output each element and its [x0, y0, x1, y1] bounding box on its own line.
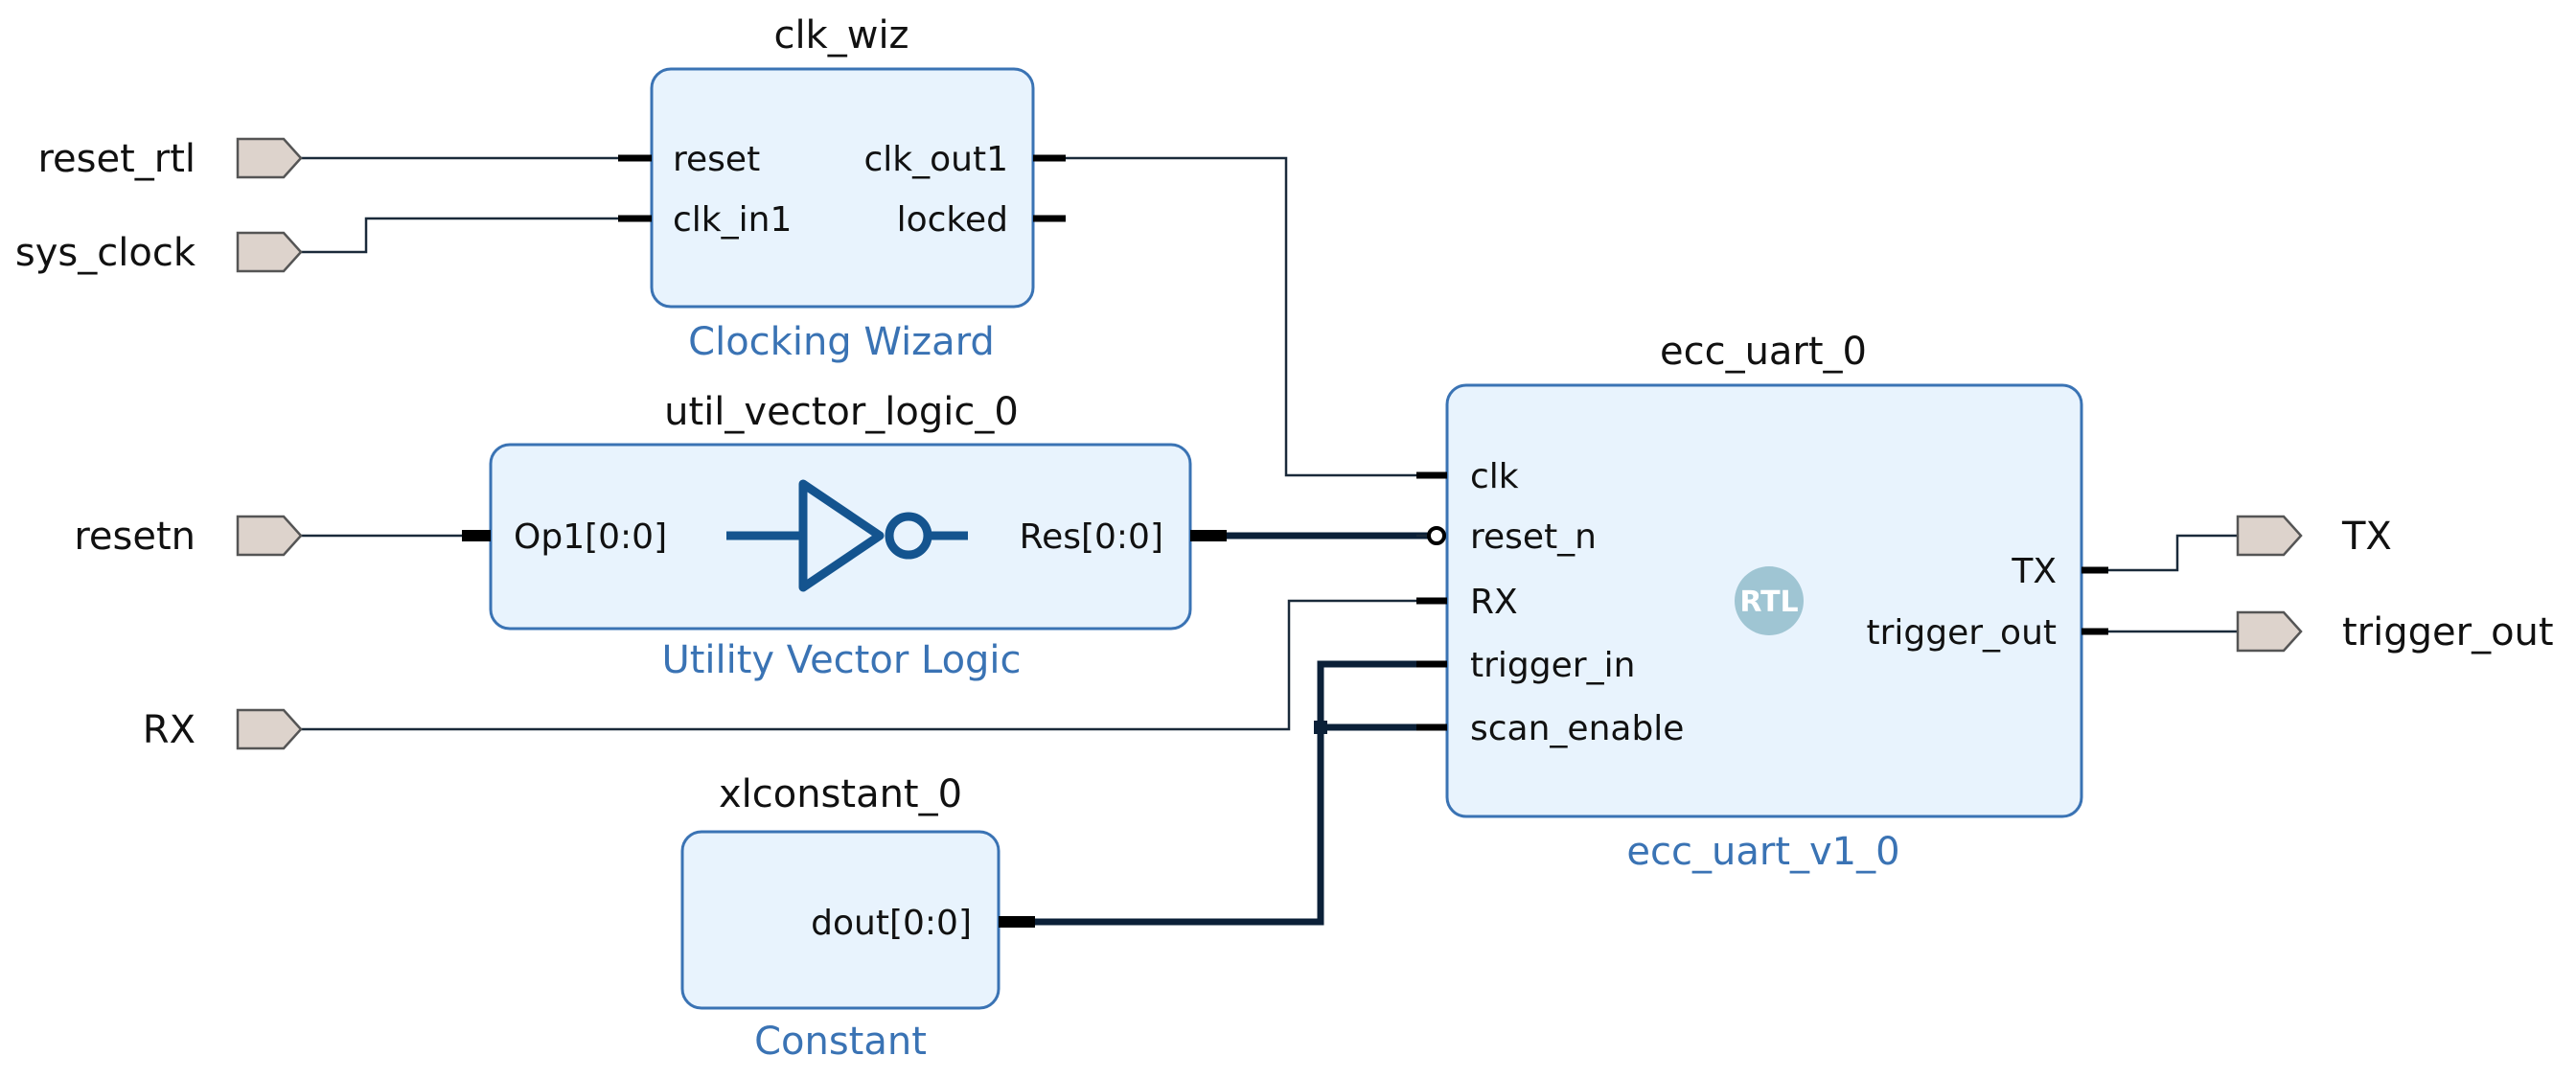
- block-type-label: ecc_uart_v1_0: [1626, 830, 1899, 874]
- block-instance-name: clk_wiz: [773, 13, 908, 57]
- external-port-label: reset_rtl: [37, 137, 196, 181]
- external-output-tx[interactable]: TX: [2236, 515, 2392, 559]
- port-label-op1: Op1[0:0]: [514, 517, 667, 557]
- external-port-label: RX: [143, 708, 196, 752]
- port-label-scan-enable: scan_enable: [1470, 709, 1684, 748]
- block-ecc-uart[interactable]: ecc_uart_0 clk reset_n RX trigger_in sca…: [1416, 330, 2108, 874]
- net-tx[interactable]: [2104, 534, 2238, 572]
- block-clk-wiz[interactable]: clk_wiz reset clk_in1 clk_out1 locked Cl…: [618, 13, 1066, 364]
- net-dout[interactable]: [1035, 660, 1420, 926]
- wires: [301, 156, 2238, 926]
- block-instance-name: util_vector_logic_0: [664, 390, 1019, 434]
- block-instance-name: ecc_uart_0: [1660, 330, 1867, 374]
- block-type-label: Utility Vector Logic: [661, 638, 1021, 682]
- external-input-resetn[interactable]: resetn: [74, 515, 303, 559]
- input-port-icon: [236, 515, 303, 557]
- block-util-vector-logic[interactable]: util_vector_logic_0 Op1[0:0] Res[0:0] Ut…: [462, 390, 1227, 682]
- port-label-res: Res[0:0]: [1020, 517, 1163, 557]
- port-label-clk-in1: clk_in1: [673, 200, 792, 240]
- rtl-badge-label: RTL: [1739, 585, 1798, 619]
- port-label-trigger-out: trigger_out: [1866, 613, 2057, 653]
- inverter-icon: [726, 479, 968, 592]
- port-label-reset: reset: [673, 140, 760, 179]
- port-label-tx: TX: [2011, 552, 2057, 591]
- external-input-rx[interactable]: RX: [143, 708, 303, 752]
- input-port-icon: [236, 708, 303, 750]
- port-label-locked: locked: [897, 200, 1008, 240]
- block-xlconstant[interactable]: xlconstant_0 dout[0:0] Constant: [680, 772, 1035, 1064]
- output-port-icon: [2236, 515, 2303, 557]
- output-port-icon: [2236, 610, 2303, 653]
- external-port-label: resetn: [74, 515, 196, 559]
- port-label-rx: RX: [1470, 583, 1518, 622]
- net-junction-dot: [1314, 721, 1327, 734]
- net-clk-out1[interactable]: [1066, 156, 1420, 477]
- block-type-label: Clocking Wizard: [688, 320, 995, 364]
- port-label-clk-out1: clk_out1: [863, 140, 1008, 179]
- input-port-icon: [236, 231, 303, 273]
- pin-reset-n-invert-bubble: [1427, 526, 1446, 545]
- port-label-dout: dout[0:0]: [811, 904, 972, 943]
- rtl-badge-icon: RTL: [1735, 566, 1804, 635]
- external-port-label: TX: [2341, 515, 2392, 559]
- block-body[interactable]: [650, 67, 1035, 309]
- port-label-trigger-in: trigger_in: [1470, 646, 1635, 685]
- port-label-reset-n: reset_n: [1470, 517, 1597, 557]
- external-port-label: trigger_out: [2342, 610, 2554, 654]
- block-type-label: Constant: [754, 1020, 927, 1064]
- external-input-reset-rtl[interactable]: reset_rtl: [37, 137, 303, 181]
- external-output-trigger-out[interactable]: trigger_out: [2236, 610, 2554, 654]
- input-port-icon: [236, 137, 303, 179]
- port-label-clk: clk: [1470, 457, 1519, 496]
- net-sys-clock[interactable]: [301, 217, 621, 254]
- block-instance-name: xlconstant_0: [719, 772, 962, 816]
- external-input-sys-clock[interactable]: sys_clock: [15, 231, 303, 275]
- external-port-label: sys_clock: [15, 231, 196, 275]
- net-rx[interactable]: [301, 599, 1420, 731]
